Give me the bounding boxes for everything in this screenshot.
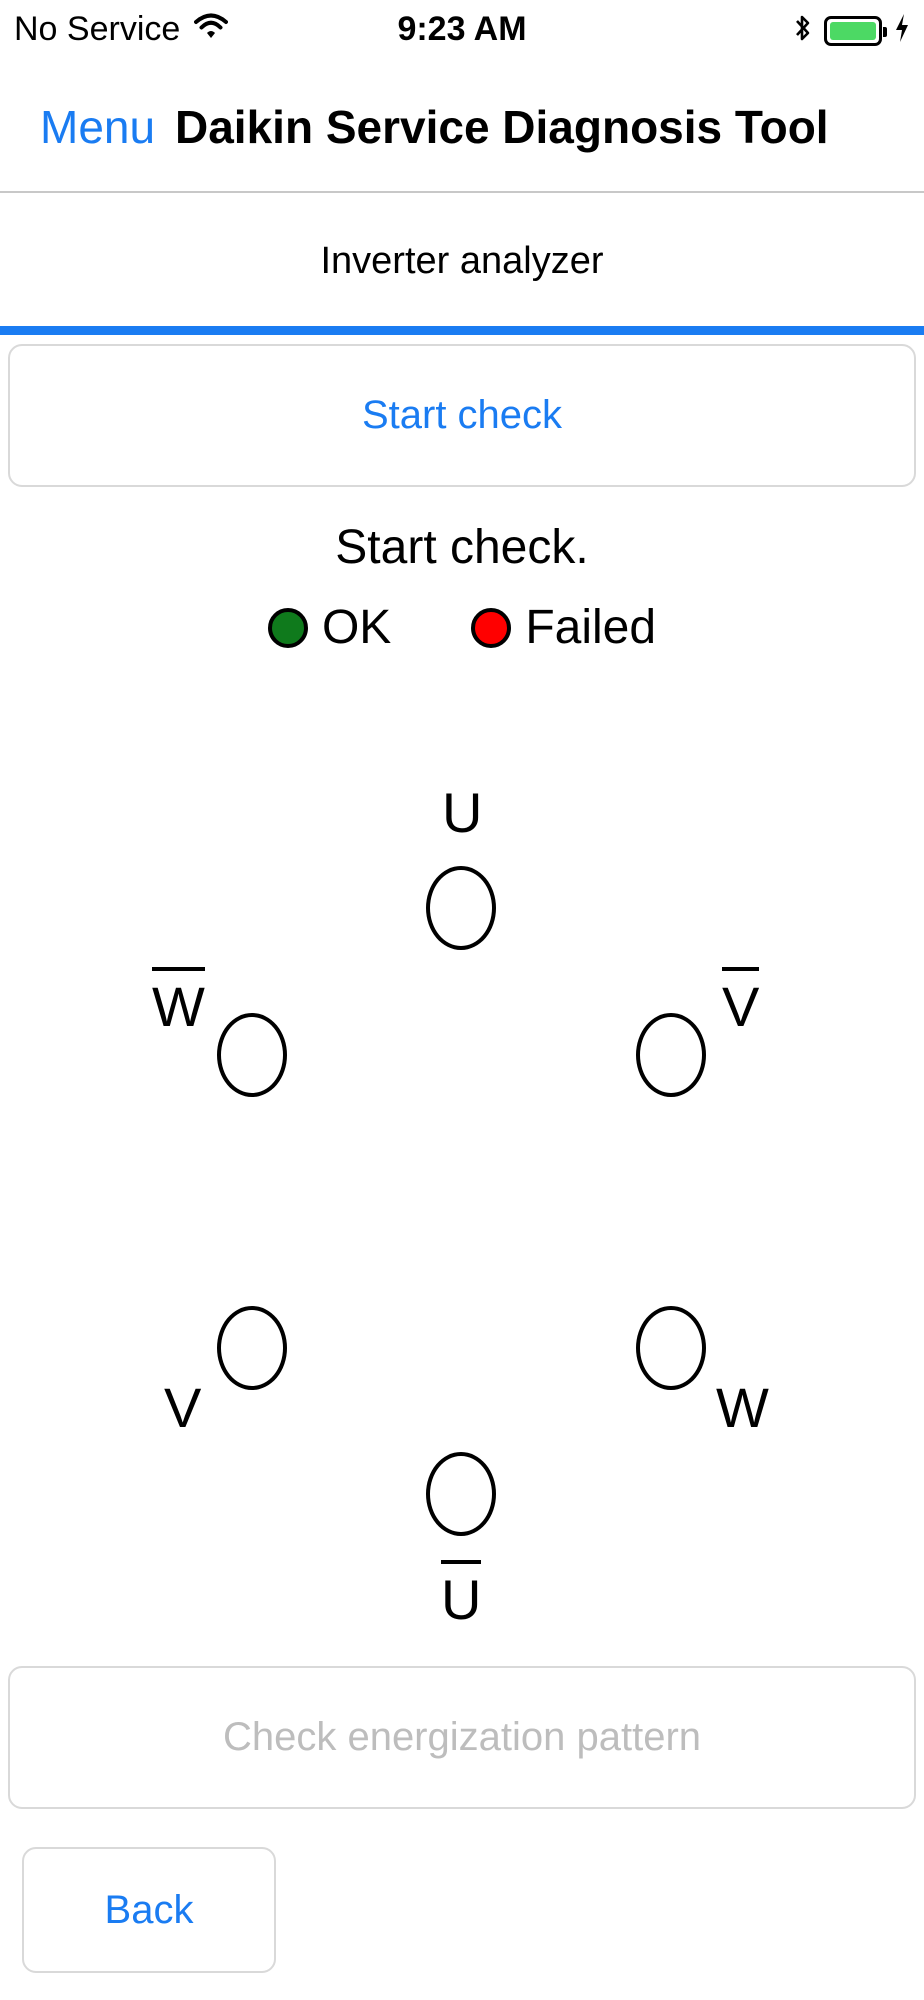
bluetooth-icon	[794, 12, 812, 49]
start-check-label: Start check	[361, 393, 563, 437]
menu-button[interactable]: Menu	[40, 101, 156, 153]
terminal-w-bar-text: W	[152, 967, 205, 1035]
legend-failed: Failed	[471, 600, 656, 655]
status-message: Start check.	[335, 521, 589, 574]
legend-failed-label: Failed	[525, 601, 657, 654]
legend-ok: OK	[267, 600, 392, 655]
start-check-button[interactable]: Start check	[8, 344, 916, 487]
terminal-u-bar-indicator	[426, 1452, 496, 1536]
carrier-label: No Service	[14, 10, 181, 48]
terminal-u-indicator	[426, 866, 496, 950]
tab-indicator	[0, 326, 924, 335]
terminal-w-bar-indicator	[217, 1013, 287, 1097]
terminal-w-bar-label: W	[152, 967, 205, 1035]
page-title: Daikin Service Diagnosis Tool	[175, 101, 829, 153]
legend: OK Failed	[0, 600, 924, 655]
legend-ok-label: OK	[321, 601, 392, 654]
wifi-icon	[194, 10, 229, 49]
terminal-v-bar-indicator	[636, 1013, 706, 1097]
check-energization-label: Check energization pattern	[222, 1715, 702, 1759]
terminal-v-bar-label: V	[722, 967, 760, 1035]
status-time: 9:23 AM	[397, 10, 527, 48]
terminal-w-indicator	[636, 1306, 706, 1390]
terminal-u-bar-label: U	[441, 1560, 482, 1628]
back-button-label: Back	[104, 1887, 194, 1932]
terminal-u-bar-text: U	[441, 1560, 482, 1628]
tab-inverter-analyzer[interactable]: Inverter analyzer	[320, 240, 604, 282]
ok-dot-icon	[267, 607, 308, 648]
failed-dot-icon	[471, 607, 512, 648]
status-bar-right	[794, 12, 910, 49]
terminal-v-indicator	[217, 1306, 287, 1390]
terminal-v-label: V	[164, 1376, 202, 1439]
status-bar-left: No Service	[14, 10, 229, 49]
back-button[interactable]: Back	[22, 1847, 276, 1973]
terminal-u-label: U	[442, 781, 483, 844]
battery-icon	[824, 15, 887, 46]
nav-divider	[0, 191, 924, 193]
terminal-w-label: W	[716, 1376, 769, 1439]
check-energization-button[interactable]: Check energization pattern	[8, 1666, 916, 1809]
terminal-v-bar-text: V	[722, 967, 760, 1035]
charging-bolt-icon	[894, 13, 910, 48]
